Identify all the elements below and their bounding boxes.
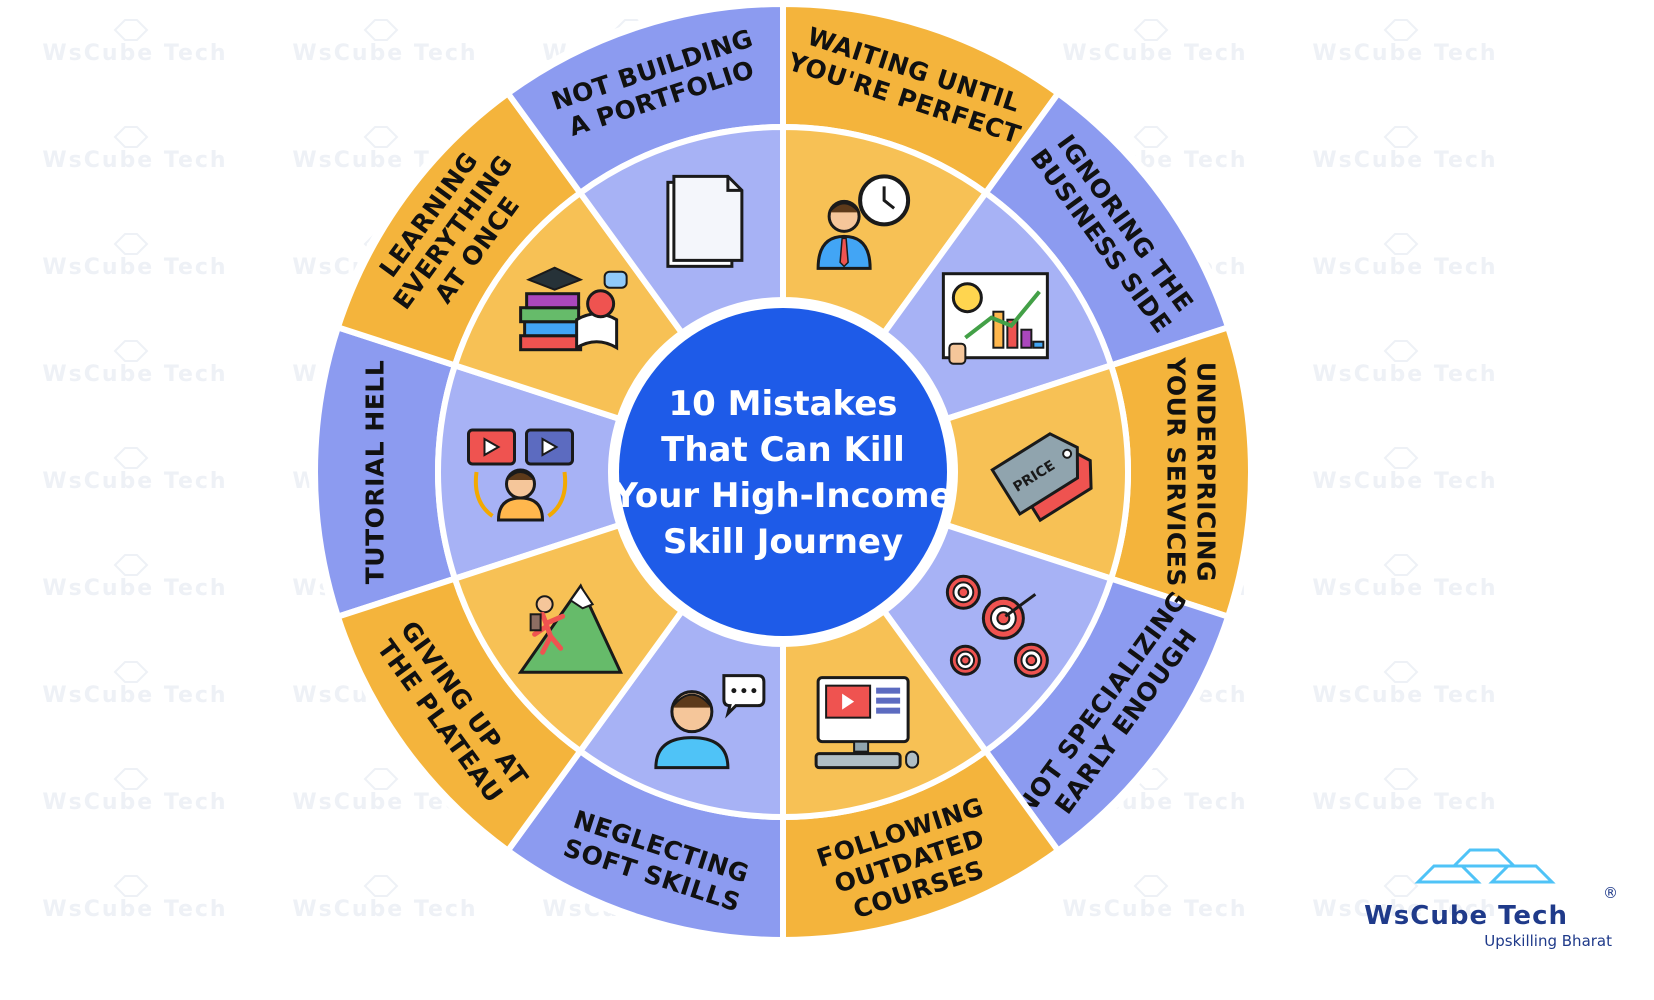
watermark-text: WsCube Tech (1312, 41, 1497, 66)
watermark-text: WsCube Tech (42, 362, 227, 387)
watermark-text: WsCube Tech (1312, 790, 1497, 815)
segment-9: NEGLECTINGSOFT SKILLS (503, 606, 786, 944)
watermark-tile: WsCube Tech (1312, 768, 1497, 815)
segment-4: WAITING UNTILYOU'RE PERFECT (780, 0, 1063, 338)
watermark-tile: WsCube Tech (42, 19, 227, 66)
blank-document-icon (666, 174, 744, 268)
watermark-text: WsCube Tech (1312, 362, 1497, 387)
watermark-text: WsCube Tech (42, 41, 227, 66)
logo-name: WsCube Tech (1364, 901, 1568, 931)
person-clock-icon (816, 174, 911, 270)
watermark-text: WsCube Tech (42, 469, 227, 494)
watermark-text: WsCube Tech (1062, 897, 1247, 922)
watermark-text: WsCube Tech (1062, 41, 1247, 66)
watermark-tile: WsCube Tech (1062, 19, 1247, 66)
watermark-tile: WsCube Tech (42, 447, 227, 494)
segment-label: UNDERPRICINGYOUR SERVICES (1162, 356, 1221, 587)
segment-3: NOT BUILDINGA PORTFOLIO (503, 0, 786, 338)
watermark-text: WsCube Tech (42, 255, 227, 280)
watermark-text: WsCube Tech (42, 576, 227, 601)
logo-hex-right (1488, 864, 1556, 884)
watermark-text: WsCube Tech (42, 790, 227, 815)
watermark-tile: WsCube Tech (42, 661, 227, 708)
books-graduation-cap-icon (519, 266, 628, 352)
price-tag-icon: PRICE (990, 432, 1093, 523)
watermark-text: WsCube Tech (1312, 683, 1497, 708)
logo-hex-top (1450, 848, 1518, 868)
watermark-tile: WsCube Tech (1312, 554, 1497, 601)
watermark-text: WsCube Tech (42, 148, 227, 173)
watermark-tile: WsCube Tech (292, 875, 477, 922)
logo-registered-mark: ® (1603, 884, 1618, 902)
watermark-text: WsCube Tech (292, 41, 477, 66)
watermark-text: WsCube Tech (1312, 469, 1497, 494)
person-speech-icon (654, 674, 766, 770)
business-chart-icon (941, 272, 1049, 365)
watermark-tile: WsCube Tech (42, 126, 227, 173)
computer-video-icon (814, 676, 920, 770)
watermark-tile: WsCube Tech (1312, 233, 1497, 280)
watermark-text: WsCube Tech (1312, 576, 1497, 601)
watermark-tile: WsCube Tech (1062, 875, 1247, 922)
watermark-text: WsCube Tech (42, 897, 227, 922)
watermark-tile: WsCube Tech (1312, 661, 1497, 708)
watermark-text: WsCube Tech (1312, 897, 1497, 922)
segment-2: LEARNINGEVERYTHINGAT ONCE (334, 89, 687, 423)
watermark-tile: WsCube Tech (1312, 447, 1497, 494)
logo-hex-left (1414, 864, 1482, 884)
segment-10: GIVING UP ATTHE PLATEAU (334, 521, 687, 855)
segment-label: TUTORIAL HELL (361, 360, 390, 585)
watermark-tile: WsCube Tech (1312, 19, 1497, 66)
watermark-tile: WsCube Tech (42, 875, 227, 922)
watermark-text: WsCube Tech (1312, 255, 1497, 280)
watermark-text: WsCube Tech (1312, 148, 1497, 173)
logo-tagline: Upskilling Bharat (1484, 932, 1612, 950)
watermark-tile: WsCube Tech (42, 340, 227, 387)
segment-5: IGNORING THEBUSINESS SIDE (879, 89, 1232, 423)
targets-icon (945, 574, 1049, 678)
watermark-tile: WsCube Tech (1312, 875, 1497, 922)
watermark-tile: WsCube Tech (1312, 340, 1497, 387)
watermark-tile: WsCube Tech (42, 233, 227, 280)
climber-mountain-icon (517, 583, 623, 674)
watermark-text: WsCube Tech (292, 897, 477, 922)
watermark-text: WsCube Tech (42, 683, 227, 708)
wscube-logo: WsCube Tech ® Upskilling Bharat (1364, 848, 1618, 950)
watermark-tile: WsCube Tech (292, 19, 477, 66)
center-disc (619, 308, 947, 636)
watermark-tile: WsCube Tech (42, 554, 227, 601)
watermark-tile: WsCube Tech (42, 768, 227, 815)
segment-1: TUTORIAL HELL (312, 323, 624, 621)
watermark-tile: WsCube Tech (1312, 126, 1497, 173)
segment-6: PRICE UNDERPRICINGYOUR SERVICES (942, 323, 1254, 621)
tutorial-video-loop-icon (467, 428, 574, 522)
